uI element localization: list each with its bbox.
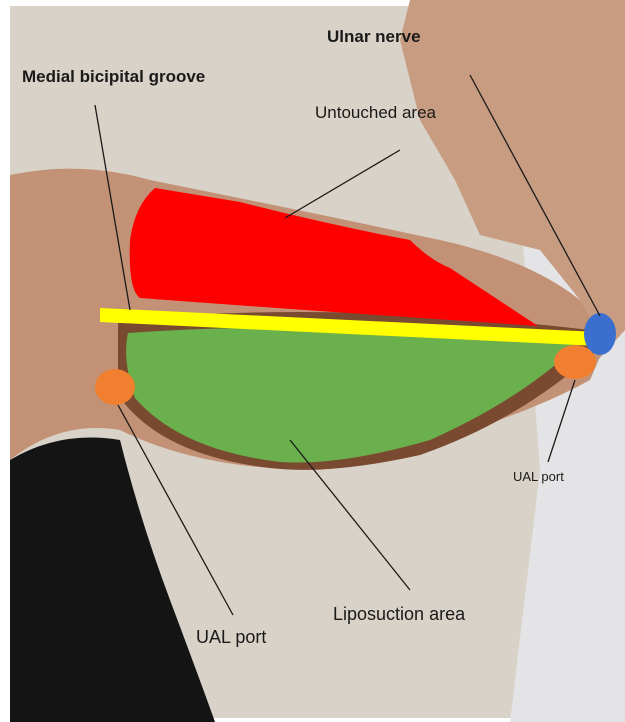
ual-port-left-label: UAL port bbox=[196, 628, 266, 646]
medial-bicipital-groove-label: Medial bicipital groove bbox=[22, 68, 205, 85]
ulnar-nerve-marker bbox=[584, 313, 616, 355]
ulnar-nerve-label: Ulnar nerve bbox=[327, 28, 421, 45]
untouched-area-label: Untouched area bbox=[315, 104, 436, 121]
liposuction-area-label: Liposuction area bbox=[333, 605, 465, 623]
ual-port-right-label: UAL port bbox=[513, 470, 564, 483]
ual-port-right-marker bbox=[554, 345, 596, 379]
ual-port-left-marker bbox=[95, 369, 135, 405]
